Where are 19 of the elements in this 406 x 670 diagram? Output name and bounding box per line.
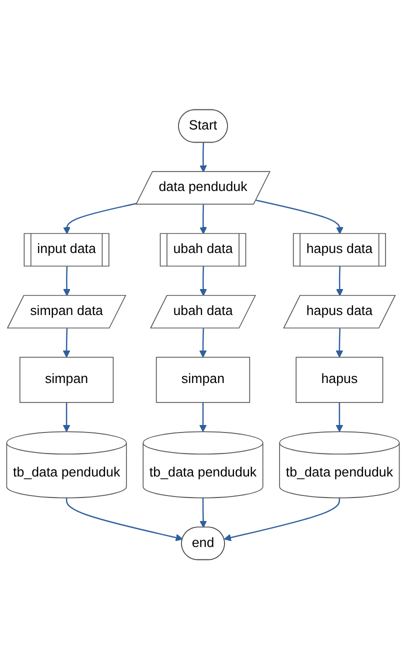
arrow <box>256 200 344 235</box>
arrow <box>199 402 207 432</box>
arrow <box>336 402 344 432</box>
arrow <box>199 328 207 358</box>
arrow <box>63 203 138 235</box>
arrow <box>336 266 344 296</box>
arrow <box>200 143 207 173</box>
arrow <box>62 402 70 432</box>
arrow <box>63 266 70 296</box>
node-box: simpan <box>156 357 250 404</box>
arrow <box>336 328 344 358</box>
arrow <box>66 498 183 542</box>
arrow <box>200 204 207 235</box>
arrow <box>62 328 70 358</box>
arrow <box>224 498 340 542</box>
node-box: simpan <box>19 357 114 404</box>
node-box: hapus <box>296 357 384 404</box>
arrow <box>200 498 207 528</box>
arrow <box>200 266 207 296</box>
